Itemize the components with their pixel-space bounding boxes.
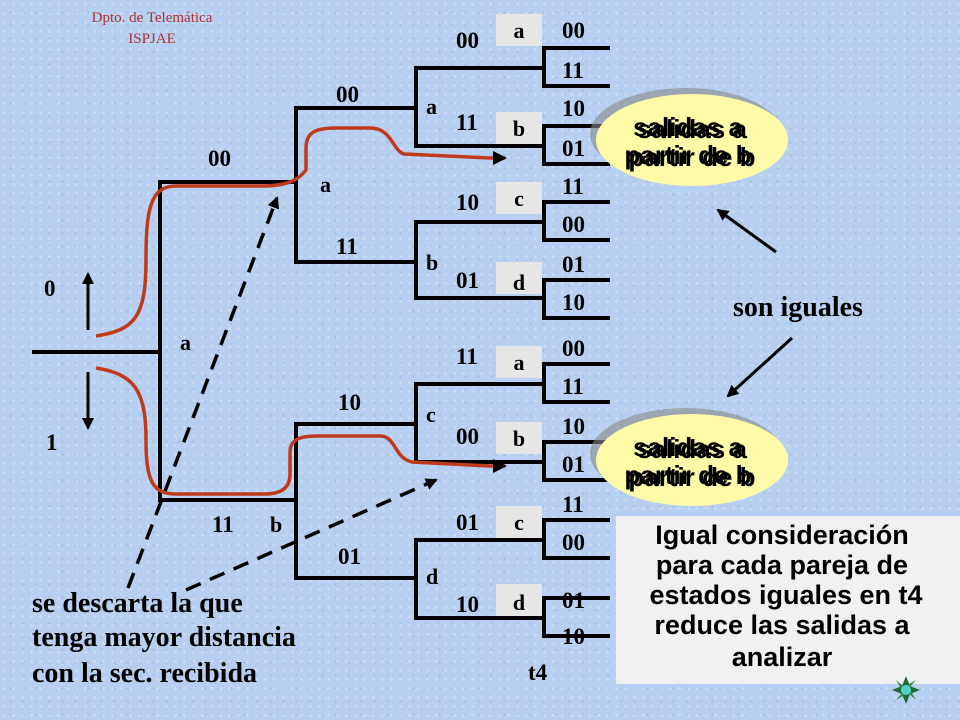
input-one-label: 1 [46, 430, 58, 455]
leaf-label-2: b [513, 116, 525, 141]
input-zero-label: 0 [44, 276, 56, 301]
dashed-arrow-upper [126, 196, 280, 589]
leaf-out-5a: 00 [562, 336, 585, 361]
arrow-to-top-oval [716, 208, 777, 254]
l3-state-4: d [426, 564, 438, 589]
note-line-2: para cada pareja de [656, 550, 908, 580]
branch-bits-top: 00 [208, 146, 231, 171]
note-line-3: estados iguales en t4 [649, 580, 922, 610]
leaf-out-6a: 10 [562, 414, 585, 439]
oval-bottom-line1: salidas a [633, 432, 743, 462]
l3-bits-3: 10 [338, 390, 361, 415]
oval-bottom: salidas a salidas a partir de b partir d… [590, 408, 788, 506]
oval-top-line1: salidas a [633, 112, 743, 142]
l3-bits-2: 11 [336, 234, 358, 259]
l4-bits-8: 10 [456, 592, 479, 617]
navigation-star-icon[interactable] [892, 676, 920, 704]
leaf-out-8a: 01 [562, 588, 585, 613]
leaf-out-5b: 11 [562, 374, 584, 399]
discard-line-3: con la sec. recibida [32, 658, 257, 689]
leaf-out-7b: 00 [562, 530, 585, 555]
svg-text:salidas a: salidas a [637, 114, 747, 144]
note-line-5: analizar [732, 642, 833, 672]
header-line2: ISPJAE [128, 31, 176, 47]
leaf-out-3b: 00 [562, 212, 585, 237]
l3-state-3: c [426, 402, 436, 427]
leaf-out-4b: 10 [562, 290, 585, 315]
arrow-to-bottom-oval [726, 336, 794, 398]
l4-bits-6: 00 [456, 424, 479, 449]
survivor-path-lower [95, 366, 507, 496]
l3-state-1: a [426, 94, 437, 119]
discard-line-2: tenga mayor distancia [32, 622, 296, 653]
l3-state-2: b [426, 250, 438, 275]
leaf-out-6b: 01 [562, 452, 585, 477]
l4-bits-7: 01 [456, 510, 479, 535]
l3-bits-4: 01 [338, 544, 361, 569]
leaf-out-3a: 11 [562, 174, 584, 199]
leaf-out-1a: 00 [562, 18, 585, 43]
leaf-label-1: a [514, 18, 525, 43]
state-label-l2-top: a [320, 172, 331, 197]
equal-label: son iguales [733, 292, 863, 323]
leaf-out-2a: 10 [562, 96, 585, 121]
dashed-arrow-lower [185, 478, 438, 592]
discard-line-1: se descarta la que [32, 588, 243, 619]
oval-bottom-line2: partir de b [624, 460, 751, 490]
leaf-label-5: a [514, 350, 525, 375]
oval-top-line2: partir de b [624, 140, 751, 170]
state-label-root: a [180, 330, 191, 355]
leaf-outputs: 00 11 10 01 11 00 01 10 00 11 10 01 11 0… [562, 18, 585, 649]
header-line1: Dpto. de Telemática [92, 10, 213, 26]
leaf-label-6: b [513, 426, 525, 451]
l4-bits-2: 11 [456, 110, 478, 135]
oval-top: salidas a salidas a partir de b partir d… [590, 88, 788, 186]
time-label: t4 [528, 660, 548, 685]
l4-bits-4: 01 [456, 268, 479, 293]
svg-text:partir de b: partir de b [628, 142, 755, 172]
leaf-out-1b: 11 [562, 58, 584, 83]
state-label-l2-bottom: b [270, 512, 282, 537]
l4-bits-1: 00 [456, 28, 479, 53]
leaf-out-2b: 01 [562, 136, 585, 161]
note-box [616, 516, 960, 684]
tree-lines [32, 46, 610, 638]
leaf-label-4: d [513, 270, 525, 295]
leaf-out-4a: 01 [562, 252, 585, 277]
leaf-boxes: a b c d a b c d [496, 14, 542, 616]
note-line-4: reduce las salidas a [654, 610, 910, 640]
branch-bits-bottom: 11 [212, 512, 234, 537]
leaf-label-7: c [514, 510, 524, 535]
leaf-out-8b: 10 [562, 624, 585, 649]
svg-text:partir de b: partir de b [628, 462, 755, 492]
note-line-1: Igual consideración [655, 520, 909, 550]
l3-bits-1: 00 [336, 82, 359, 107]
survivor-path-upper [95, 126, 507, 338]
l4-bits-3: 10 [456, 190, 479, 215]
leaf-label-8: d [513, 590, 525, 615]
l4-bits-5: 11 [456, 344, 478, 369]
leaf-out-7a: 11 [562, 492, 584, 517]
leaf-label-3: c [514, 186, 524, 211]
svg-text:salidas a: salidas a [637, 434, 747, 464]
